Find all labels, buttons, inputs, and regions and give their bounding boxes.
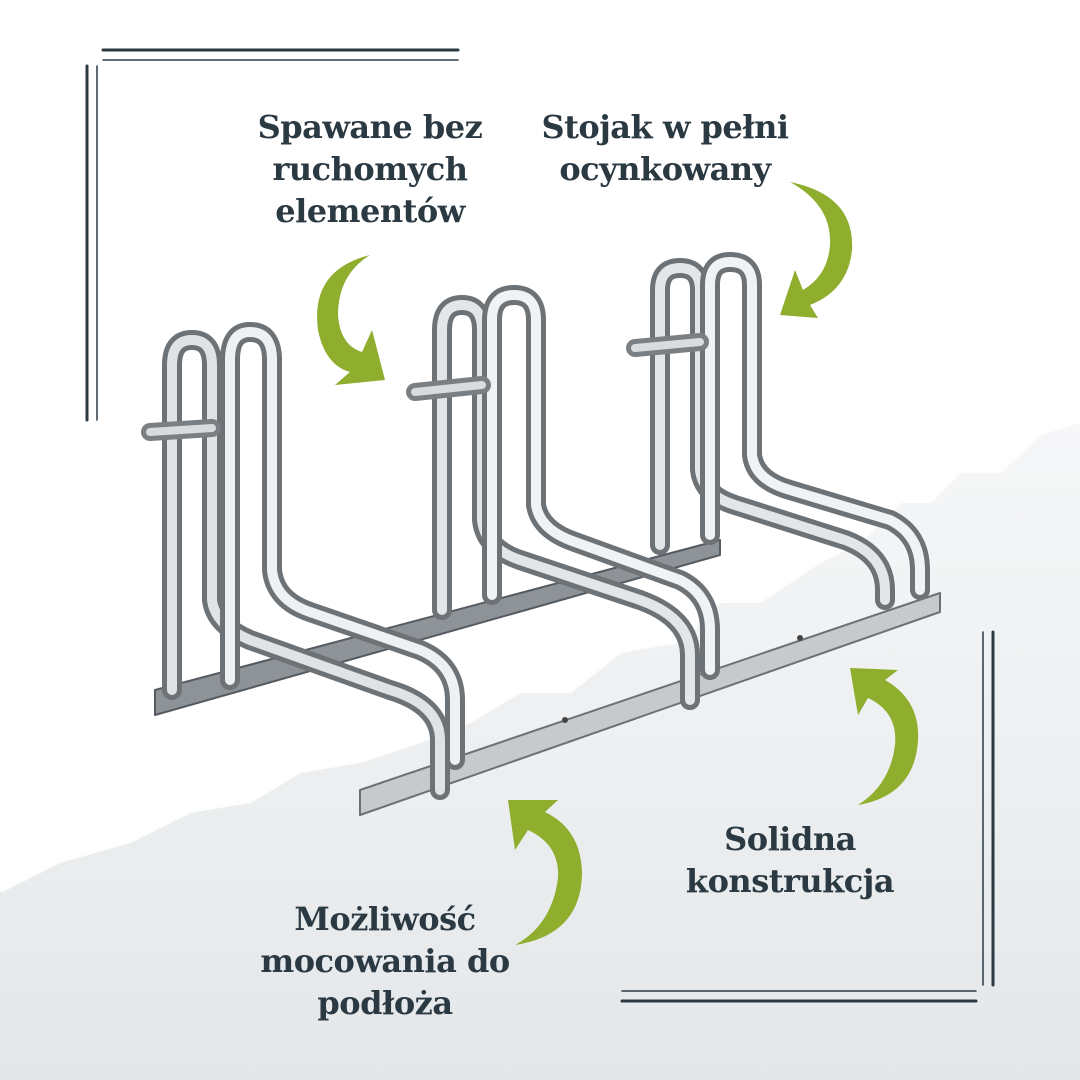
label-line: mocowania do xyxy=(260,942,510,980)
label-fully-galvanized: Stojak w pełni ocynkowany xyxy=(520,106,810,190)
label-line: elementów xyxy=(275,192,465,230)
frame-corner-top-left xyxy=(85,48,460,422)
label-line: ocynkowany xyxy=(559,150,771,188)
curved-arrow-icon xyxy=(780,182,853,318)
rack-loop-3 xyxy=(626,252,930,610)
curved-arrow-icon xyxy=(850,668,919,805)
rack-front-base-bar xyxy=(359,592,941,816)
label-welded-no-moving-parts: Spawane bez ruchomych elementów xyxy=(250,106,490,232)
label-line: Spawane bez xyxy=(257,108,483,146)
label-line: konstrukcja xyxy=(685,862,895,900)
frame-corner-bottom-right xyxy=(620,630,995,1003)
label-line: Możliwość xyxy=(294,900,476,938)
label-solid-construction: Solidna konstrukcja xyxy=(670,818,910,902)
label-ground-mounting: Możliwość mocowania do podłoża xyxy=(250,898,520,1024)
label-line: podłoża xyxy=(317,984,453,1022)
label-line: ruchomych xyxy=(272,150,468,188)
rack-bolt-hole xyxy=(797,635,803,641)
curved-arrow-icon xyxy=(508,800,582,945)
rack-bolt-hole xyxy=(562,717,568,723)
curved-arrow-icon xyxy=(317,255,385,385)
rack-loop-2 xyxy=(406,285,720,710)
label-line: Solidna xyxy=(724,820,856,858)
label-line: Stojak w pełni xyxy=(541,108,789,146)
bike-rack-illustration xyxy=(141,252,941,816)
rack-loop-1 xyxy=(141,322,465,800)
torn-paper-edge xyxy=(0,417,1080,893)
